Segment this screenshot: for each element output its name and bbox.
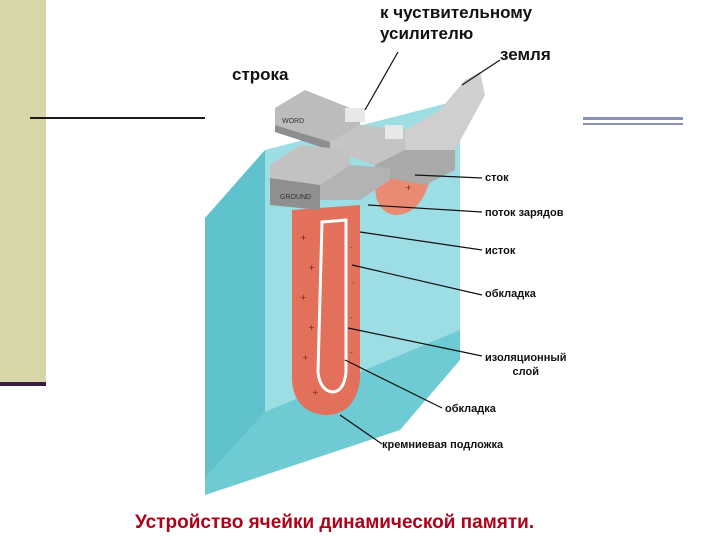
svg-text:-: - xyxy=(350,313,353,322)
label-drain: сток xyxy=(485,171,509,185)
svg-text:+: + xyxy=(300,293,307,302)
svg-text:+: + xyxy=(308,323,315,332)
svg-text:-: - xyxy=(350,243,353,252)
label-source: исток xyxy=(485,244,515,258)
label-ground-electrode: GROUND xyxy=(280,194,311,201)
svg-text:+: + xyxy=(300,233,307,242)
label-plate-bottom: обкладка xyxy=(445,402,496,416)
label-row: строка xyxy=(232,64,289,85)
label-charge-flow: поток зарядов xyxy=(485,206,564,220)
label-word-electrode: WORD xyxy=(282,118,304,125)
label-to-sense-amplifier: к чуствительному усилителю xyxy=(380,2,532,44)
label-ground: земля xyxy=(500,44,551,65)
decorative-rule-right-top xyxy=(583,117,683,120)
decorative-left-bar xyxy=(0,0,46,382)
decorative-left-bar-edge xyxy=(0,382,46,386)
decorative-rule-left xyxy=(30,117,205,119)
svg-text:+: + xyxy=(308,263,315,272)
figure-caption: Устройство ячейки динамической памяти. xyxy=(135,512,655,534)
label-insulating-layer: изоляционный слой xyxy=(485,351,567,379)
label-silicon-substrate: кремниевая подложка xyxy=(382,438,503,452)
svg-text:+: + xyxy=(405,183,412,192)
decorative-rule-right-bottom xyxy=(583,123,683,125)
label-plate-top: обкладка xyxy=(485,287,536,301)
svg-text:-: - xyxy=(350,348,353,357)
svg-text:-: - xyxy=(352,278,355,287)
svg-text:+: + xyxy=(302,353,309,362)
dram-cell-diagram: +++ +++ --- -++ xyxy=(200,0,582,495)
svg-text:+: + xyxy=(312,388,319,397)
